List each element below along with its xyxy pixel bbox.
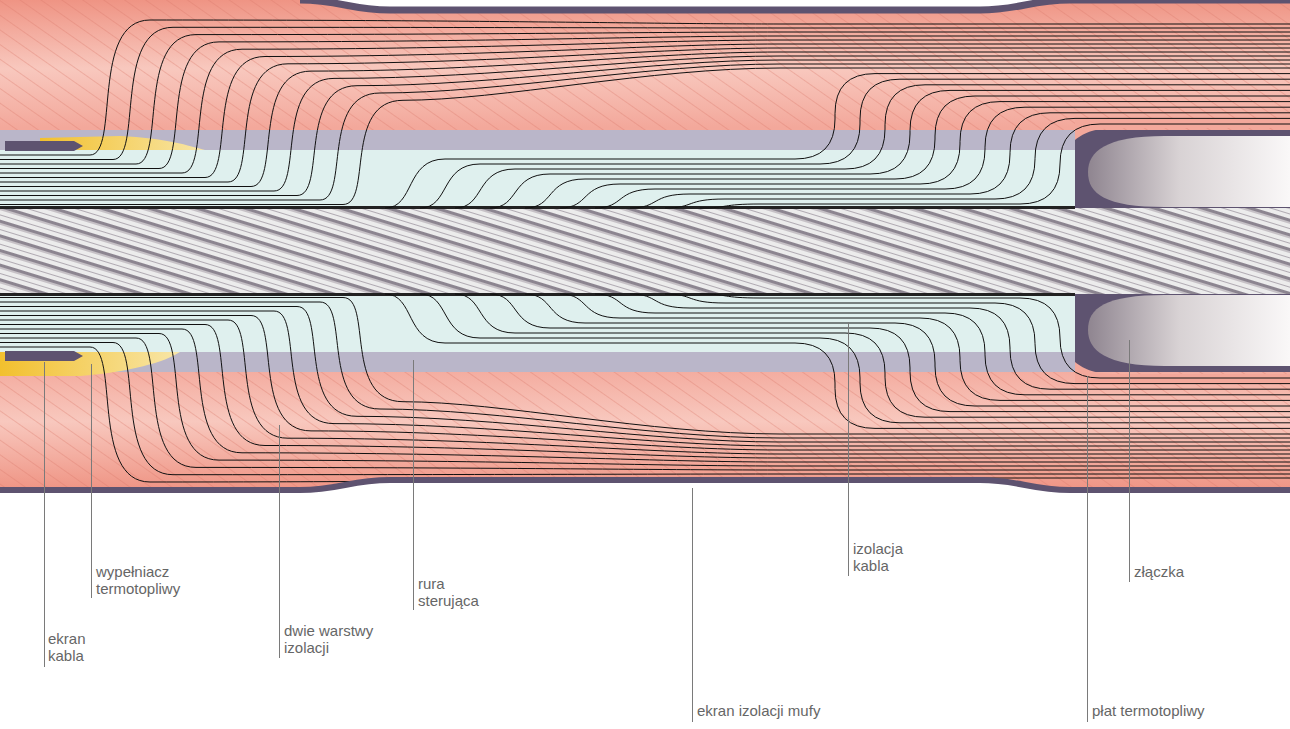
equipotential-line xyxy=(665,294,1290,384)
equipotential-line xyxy=(420,79,1290,208)
leader-line xyxy=(413,360,414,610)
leader-line xyxy=(848,322,849,576)
equipotential-line xyxy=(630,294,1290,389)
equipotential-line xyxy=(700,294,1290,378)
equipotential-line xyxy=(0,307,1290,443)
part-label: ekran kabla xyxy=(48,630,86,665)
leader-line xyxy=(1129,340,1130,582)
part-label: wypełniacz termotopliwy xyxy=(96,563,180,598)
equipotential-line xyxy=(455,294,1290,417)
leader-line xyxy=(692,488,693,722)
equipotential-line xyxy=(630,113,1290,208)
part-label: dwie warstwy izolacji xyxy=(284,622,392,657)
stress-control-tube xyxy=(0,130,1075,150)
equipotential-line xyxy=(0,316,1290,451)
equipotential-line xyxy=(560,102,1290,208)
cable-screen xyxy=(5,351,83,361)
equipotential-line xyxy=(0,60,1290,196)
equipotential-lines xyxy=(0,20,1290,482)
equipotential-line xyxy=(595,294,1290,395)
leader-line xyxy=(91,364,92,598)
part-label: izolacja kabla xyxy=(853,540,903,575)
hot-melt-filler xyxy=(0,352,180,376)
equipotential-line xyxy=(420,294,1290,423)
equipotential-line xyxy=(560,294,1290,400)
joint-insulation xyxy=(0,0,1290,490)
part-label: złączka xyxy=(1134,563,1184,580)
equipotential-line xyxy=(700,124,1290,208)
equipotential-line xyxy=(490,90,1290,208)
conductor-edge xyxy=(0,293,1075,296)
leader-line xyxy=(1087,376,1088,722)
equipotential-line xyxy=(385,74,1290,208)
insulation-hatch xyxy=(0,0,1290,490)
joint-screen xyxy=(0,480,1290,490)
leader-lines xyxy=(45,322,1130,722)
conductor xyxy=(0,208,1290,294)
conductor-edge xyxy=(0,206,1075,209)
connector xyxy=(1088,136,1290,207)
leader-line xyxy=(44,362,45,667)
equipotential-line xyxy=(490,294,1290,412)
connector xyxy=(1088,295,1290,366)
equipotential-line xyxy=(385,294,1290,428)
leader-line xyxy=(279,425,280,658)
part-label: rura sterująca xyxy=(418,575,479,610)
equipotential-line xyxy=(455,85,1290,208)
equipotential-line xyxy=(0,52,1290,187)
part-label: ekran izolacji mufy xyxy=(697,702,820,719)
joint-screen xyxy=(300,0,1290,10)
equipotential-line xyxy=(595,107,1290,208)
part-label: płat termotopliwy xyxy=(1092,702,1205,719)
equipotential-line xyxy=(665,118,1290,208)
cable-screen xyxy=(5,141,83,151)
